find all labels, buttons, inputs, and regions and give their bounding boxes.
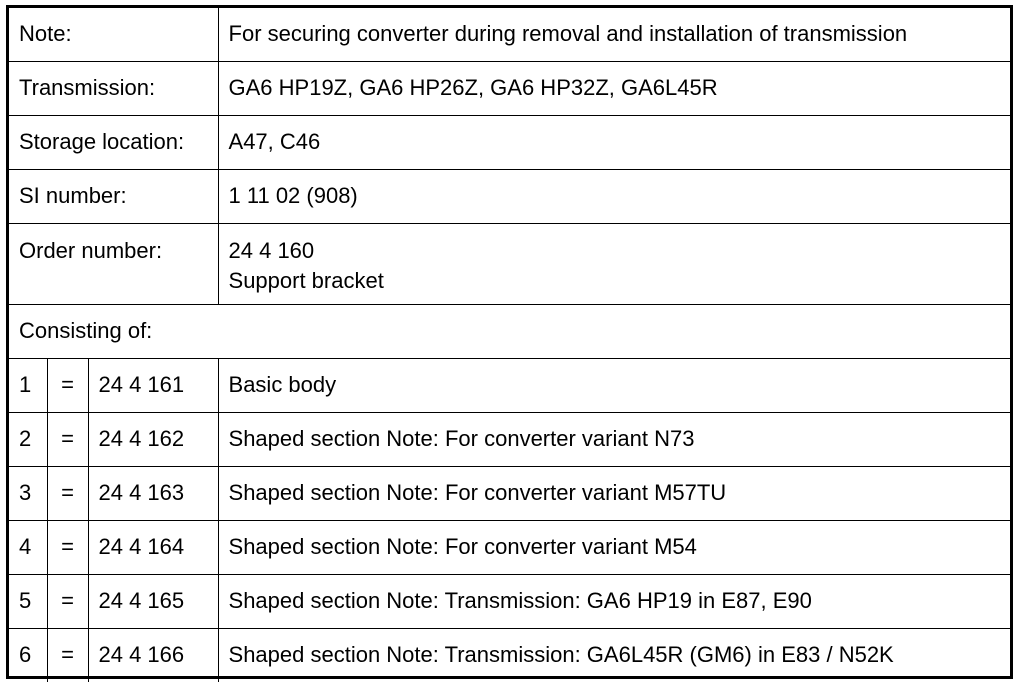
- part-description: Shaped section Note: Transmission: GA6 H…: [217, 573, 1011, 629]
- consisting-of-label: Consisting of:: [9, 303, 1011, 359]
- order-number: 24 4 160: [228, 237, 315, 263]
- si-number-value: 1 11 02 (908): [217, 168, 1011, 224]
- part-description: Shaped section Note: Transmission: GA6L4…: [217, 627, 1011, 682]
- part-description: Shaped section Note: For converter varia…: [217, 411, 1011, 467]
- part-description: Basic body: [217, 357, 1011, 413]
- part-number: 24 4 163: [87, 465, 219, 521]
- part-equals: =: [46, 411, 89, 467]
- order-number-label: Order number:: [9, 222, 219, 305]
- part-row: 4 = 24 4 164 Shaped section Note: For co…: [9, 519, 1011, 575]
- note-row: Note: For securing converter during remo…: [9, 8, 1011, 62]
- si-number-row: SI number: 1 11 02 (908): [9, 168, 1011, 224]
- part-index: 2: [9, 411, 48, 467]
- part-row: 3 = 24 4 163 Shaped section Note: For co…: [9, 465, 1011, 521]
- order-item-name: Support bracket: [228, 267, 384, 293]
- transmission-label: Transmission:: [9, 60, 219, 116]
- part-row: 5 = 24 4 165 Shaped section Note: Transm…: [9, 573, 1011, 629]
- part-index: 6: [9, 627, 48, 682]
- consisting-of-row: Consisting of:: [9, 303, 1011, 359]
- note-value: For securing converter during removal an…: [217, 8, 1011, 62]
- si-number-label: SI number:: [9, 168, 219, 224]
- part-row: 2 = 24 4 162 Shaped section Note: For co…: [9, 411, 1011, 467]
- storage-location-value: A47, C46: [217, 114, 1011, 170]
- part-index: 4: [9, 519, 48, 575]
- order-number-row: Order number: 24 4 160 Support bracket: [9, 222, 1011, 305]
- note-label: Note:: [9, 8, 219, 62]
- part-description: Shaped section Note: For converter varia…: [217, 519, 1011, 575]
- transmission-value: GA6 HP19Z, GA6 HP26Z, GA6 HP32Z, GA6L45R: [217, 60, 1011, 116]
- part-equals: =: [46, 519, 89, 575]
- transmission-row: Transmission: GA6 HP19Z, GA6 HP26Z, GA6 …: [9, 60, 1011, 116]
- part-index: 1: [9, 357, 48, 413]
- part-number: 24 4 161: [87, 357, 219, 413]
- part-equals: =: [46, 357, 89, 413]
- part-number: 24 4 166: [87, 627, 219, 682]
- part-number: 24 4 162: [87, 411, 219, 467]
- part-number: 24 4 164: [87, 519, 219, 575]
- tool-specification-table: Note: For securing converter during remo…: [9, 8, 1011, 682]
- part-equals: =: [46, 573, 89, 629]
- part-description: Shaped section Note: For converter varia…: [217, 465, 1011, 521]
- part-equals: =: [46, 627, 89, 682]
- order-number-value: 24 4 160 Support bracket: [217, 222, 1011, 305]
- part-index: 5: [9, 573, 48, 629]
- part-row: 6 = 24 4 166 Shaped section Note: Transm…: [9, 627, 1011, 682]
- part-number: 24 4 165: [87, 573, 219, 629]
- storage-location-label: Storage location:: [9, 114, 219, 170]
- part-row: 1 = 24 4 161 Basic body: [9, 357, 1011, 413]
- storage-location-row: Storage location: A47, C46: [9, 114, 1011, 170]
- part-index: 3: [9, 465, 48, 521]
- special-tool-data-sheet: Note: For securing converter during remo…: [6, 5, 1013, 682]
- part-equals: =: [46, 465, 89, 521]
